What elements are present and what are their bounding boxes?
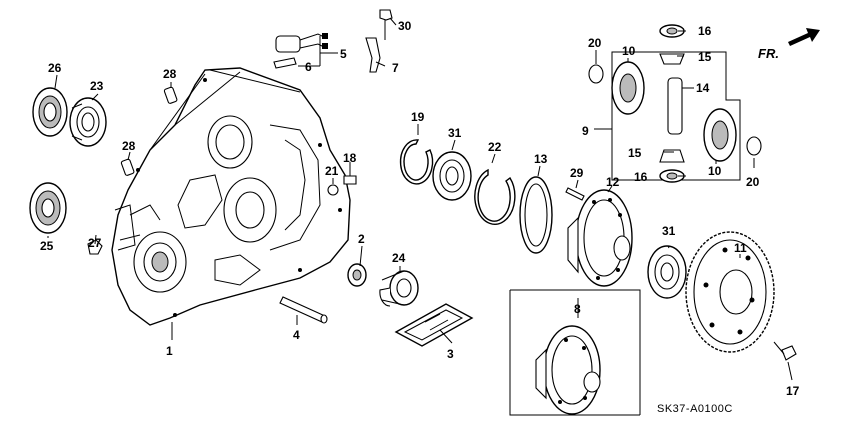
o-ring-6 <box>273 57 297 69</box>
callout-20-lower: 20 <box>746 175 760 189</box>
snap-ring-22 <box>474 168 516 225</box>
callout-20-upper: 20 <box>588 36 602 50</box>
callout-21: 21 <box>325 164 339 178</box>
callout-25: 25 <box>40 239 54 253</box>
leader-lines <box>47 17 793 381</box>
callout-30: 30 <box>398 19 412 33</box>
bolt-18 <box>343 166 357 185</box>
bolt-27 <box>87 239 103 255</box>
callout-1: 1 <box>166 344 173 358</box>
callout-28-lower: 28 <box>122 139 136 153</box>
dowel-pin-lower <box>120 158 135 176</box>
dowel-pin-29 <box>565 187 585 201</box>
bolt-30 <box>379 9 393 40</box>
dowel-pin-upper <box>163 86 178 104</box>
front-direction-label: FR. <box>758 46 779 61</box>
callout-16-lower: 16 <box>634 170 648 184</box>
magnet-2 <box>347 263 367 287</box>
shim-13 <box>519 176 553 254</box>
callout-13: 13 <box>534 152 548 166</box>
bearing-31-lower <box>647 245 687 299</box>
final-driven-gear-11 <box>685 231 775 353</box>
callout-9: 9 <box>582 124 589 138</box>
callout-31-lower: 31 <box>662 224 676 238</box>
callout-11: 11 <box>734 241 747 255</box>
callout-14: 14 <box>696 81 710 95</box>
pipe-4 <box>279 296 328 324</box>
callout-5: 5 <box>340 47 347 61</box>
callout-29: 29 <box>570 166 584 180</box>
callout-16-upper: 16 <box>698 24 712 38</box>
washer-21 <box>327 184 339 196</box>
callout-15-lower: 15 <box>628 146 642 160</box>
callout-19: 19 <box>411 110 425 124</box>
bearing-23 <box>69 97 107 147</box>
bolt-17 <box>773 341 797 361</box>
callout-2: 2 <box>358 232 365 246</box>
oil-guide-plate-3 <box>394 303 474 347</box>
callout-26: 26 <box>48 61 62 75</box>
diagram-code: SK37-A0100C <box>657 403 733 415</box>
callout-18: 18 <box>343 151 357 165</box>
callout-labels: 1 2 3 4 5 6 7 8 9 10 10 11 12 13 14 15 1… <box>40 19 800 398</box>
callout-10-upper: 10 <box>622 44 636 58</box>
callout-23: 23 <box>90 79 104 93</box>
oil-seal-26 <box>32 87 68 137</box>
callout-22: 22 <box>488 140 502 154</box>
differential-assembly-8 <box>535 325 601 415</box>
oil-seal-25 <box>29 182 67 234</box>
callout-10-lower: 10 <box>708 164 722 178</box>
callout-4: 4 <box>293 328 300 342</box>
callout-17: 17 <box>786 384 800 398</box>
callout-31-upper: 31 <box>448 126 462 140</box>
front-direction-arrow <box>788 28 820 46</box>
snap-ring-19 <box>399 139 434 185</box>
callout-7: 7 <box>392 61 399 75</box>
callout-24: 24 <box>392 251 406 265</box>
differential-assembly-12 <box>567 189 633 287</box>
pinion-gear-group-9 <box>588 24 762 183</box>
bracket-7 <box>365 37 381 73</box>
inset-box-8 <box>509 289 641 416</box>
transmission-housing <box>111 67 351 326</box>
callout-15-upper: 15 <box>698 50 712 64</box>
bearing-31-upper <box>432 151 472 201</box>
callout-12: 12 <box>606 175 620 189</box>
callout-8: 8 <box>574 302 581 316</box>
callout-3: 3 <box>447 347 454 361</box>
bearing-24 <box>379 270 419 307</box>
callout-27: 27 <box>88 236 102 250</box>
callout-28-upper: 28 <box>163 67 177 81</box>
callout-6: 6 <box>305 60 312 74</box>
speed-sensor <box>275 33 328 53</box>
